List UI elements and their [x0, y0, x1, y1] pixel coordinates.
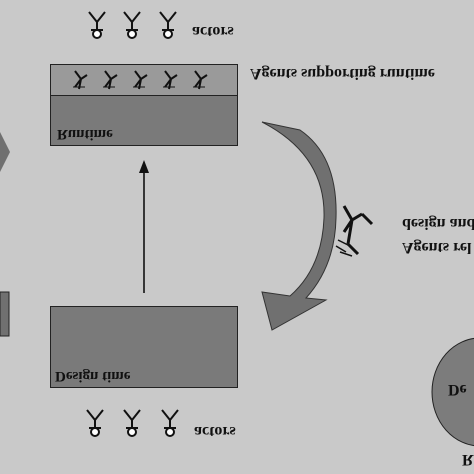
actors-label-bottom: actors: [194, 423, 236, 440]
left-edge-box: [0, 291, 10, 337]
ellipse-label-1: De: [448, 381, 467, 398]
runtime-box: Runtime: [50, 64, 238, 146]
design-time-label: Design time: [55, 368, 131, 384]
curved-arrow: [261, 121, 337, 331]
agent-icon-5: [193, 70, 208, 90]
design-time-box: Design time: [50, 306, 238, 388]
agent-icon-1: [73, 70, 88, 90]
actor-icon-bottom-2: [123, 409, 141, 437]
ellipse-label-2: R: [462, 451, 474, 468]
left-edge-chevron: [0, 132, 10, 172]
agents-supporting-runtime-label: Agents supporting runtime: [250, 65, 435, 82]
right-text-line2: Agents rel: [402, 239, 472, 256]
agent-figure-icon: [335, 205, 374, 257]
agent-icon-4: [163, 70, 178, 90]
actor-icon-top-3: [159, 11, 177, 39]
actor-icon-bottom-1: [86, 409, 104, 437]
actors-label-top: actors: [192, 23, 234, 40]
actor-icon-top-1: [88, 11, 106, 39]
partial-ellipse: [431, 337, 474, 447]
agents-band: [51, 65, 237, 96]
agent-icon-2: [103, 70, 118, 90]
runtime-label: Runtime: [57, 126, 113, 142]
actor-icon-bottom-3: [161, 409, 179, 437]
upward-arrow: [139, 160, 149, 293]
agent-icon-3: [133, 70, 148, 90]
right-text-line1: design and: [402, 215, 474, 232]
actor-icon-top-2: [123, 11, 141, 39]
